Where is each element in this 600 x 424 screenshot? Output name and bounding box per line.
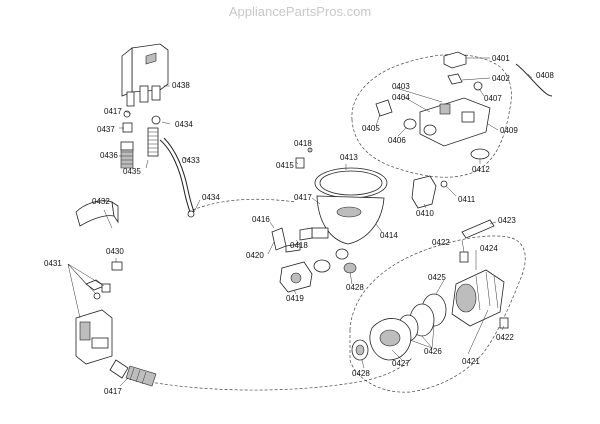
hose-route-dashed xyxy=(149,357,413,391)
callout-0422-lower: 0422 xyxy=(496,333,514,342)
callout-0418-mid: 0418 xyxy=(290,241,308,250)
clamp-0412 xyxy=(470,148,490,160)
parts-0431 xyxy=(85,279,111,300)
seal-0428-lower xyxy=(351,339,369,361)
motor-0424 xyxy=(451,269,505,327)
clamp-0434-lower xyxy=(187,210,195,218)
bracket-0438 xyxy=(121,43,169,107)
hose-0433 xyxy=(159,139,191,213)
callout-0431: 0431 xyxy=(44,259,62,268)
clip-0422-lower xyxy=(499,317,509,329)
callout-0418-top: 0418 xyxy=(294,139,312,148)
callout-0420: 0420 xyxy=(246,251,264,260)
callout-0417-mid: 0417 xyxy=(294,193,312,202)
seals-center xyxy=(313,248,357,274)
callout-0402: 0402 xyxy=(492,74,510,83)
valve-block-0409 xyxy=(419,97,491,147)
callout-0430: 0430 xyxy=(106,247,124,256)
callout-0417-bottom: 0417 xyxy=(104,387,122,396)
callout-0437: 0437 xyxy=(97,125,115,134)
callout-0419: 0419 xyxy=(286,294,304,303)
hose-route-dashed-upper xyxy=(187,198,297,213)
callout-0417-top: 0417 xyxy=(104,107,122,116)
spring-stack-right xyxy=(147,115,161,157)
callout-0425: 0425 xyxy=(428,273,446,282)
callout-0432: 0432 xyxy=(92,197,110,206)
callout-0428-mid: 0428 xyxy=(346,283,364,292)
part-0407 xyxy=(473,81,483,91)
valve-0419 xyxy=(279,261,313,293)
callout-0401: 0401 xyxy=(492,54,510,63)
callout-0428-bottom: 0428 xyxy=(352,369,370,378)
small-parts-0415 xyxy=(295,147,313,169)
callout-0406: 0406 xyxy=(388,136,406,145)
pump-0417-left xyxy=(75,309,113,365)
part-0401 xyxy=(443,51,467,69)
callout-0423: 0423 xyxy=(498,216,516,225)
hose-0408 xyxy=(515,63,553,97)
spring-stack-left xyxy=(120,110,134,169)
seal-0406 xyxy=(403,118,417,130)
callout-0416-mid: 0416 xyxy=(252,215,270,224)
callout-0422-upper: 0422 xyxy=(432,238,450,247)
callout-0434-top: 0434 xyxy=(175,120,193,129)
hose-0417-left xyxy=(109,359,157,387)
callout-labels: 0438 0417 0437 0434 0436 0435 0433 0434 … xyxy=(44,54,554,396)
sump-0414 xyxy=(299,167,388,245)
part-0405 xyxy=(375,99,393,117)
callout-0421: 0421 xyxy=(462,357,480,366)
callout-0435: 0435 xyxy=(123,167,141,176)
callout-0413: 0413 xyxy=(340,153,358,162)
callout-0438: 0438 xyxy=(172,81,190,90)
hose-0433-inner xyxy=(163,137,195,213)
callout-0424: 0424 xyxy=(480,244,498,253)
callout-0427: 0427 xyxy=(392,359,410,368)
lower-right-assembly-outline xyxy=(349,235,526,393)
callout-0434-bottom: 0434 xyxy=(202,193,220,202)
leader-lines xyxy=(67,57,533,387)
callout-0410: 0410 xyxy=(416,209,434,218)
callout-0426: 0426 xyxy=(424,347,442,356)
callout-0407: 0407 xyxy=(484,94,502,103)
part-0410 xyxy=(411,175,448,209)
pump-housing-0427 xyxy=(369,318,412,361)
watermark-text: AppliancePartsPros.com xyxy=(229,4,371,19)
callout-0409: 0409 xyxy=(500,126,518,135)
callout-0415: 0415 xyxy=(276,161,294,170)
part-0402 xyxy=(447,73,463,85)
callout-0408: 0408 xyxy=(536,71,554,80)
callout-0433: 0433 xyxy=(182,156,200,165)
upper-right-assembly-outline xyxy=(351,54,512,178)
callout-0405: 0405 xyxy=(362,124,380,133)
callout-0404: 0404 xyxy=(392,93,410,102)
callout-0414: 0414 xyxy=(380,231,398,240)
bracket-0420 xyxy=(271,227,301,253)
callout-0436: 0436 xyxy=(100,151,118,160)
callout-0403: 0403 xyxy=(392,82,410,91)
rod-0423 xyxy=(461,219,495,239)
cover-0432 xyxy=(75,200,119,227)
part-0430 xyxy=(111,261,123,271)
clip-0422-upper xyxy=(459,251,469,263)
callout-0412: 0412 xyxy=(472,165,490,174)
callout-0411: 0411 xyxy=(458,195,476,204)
